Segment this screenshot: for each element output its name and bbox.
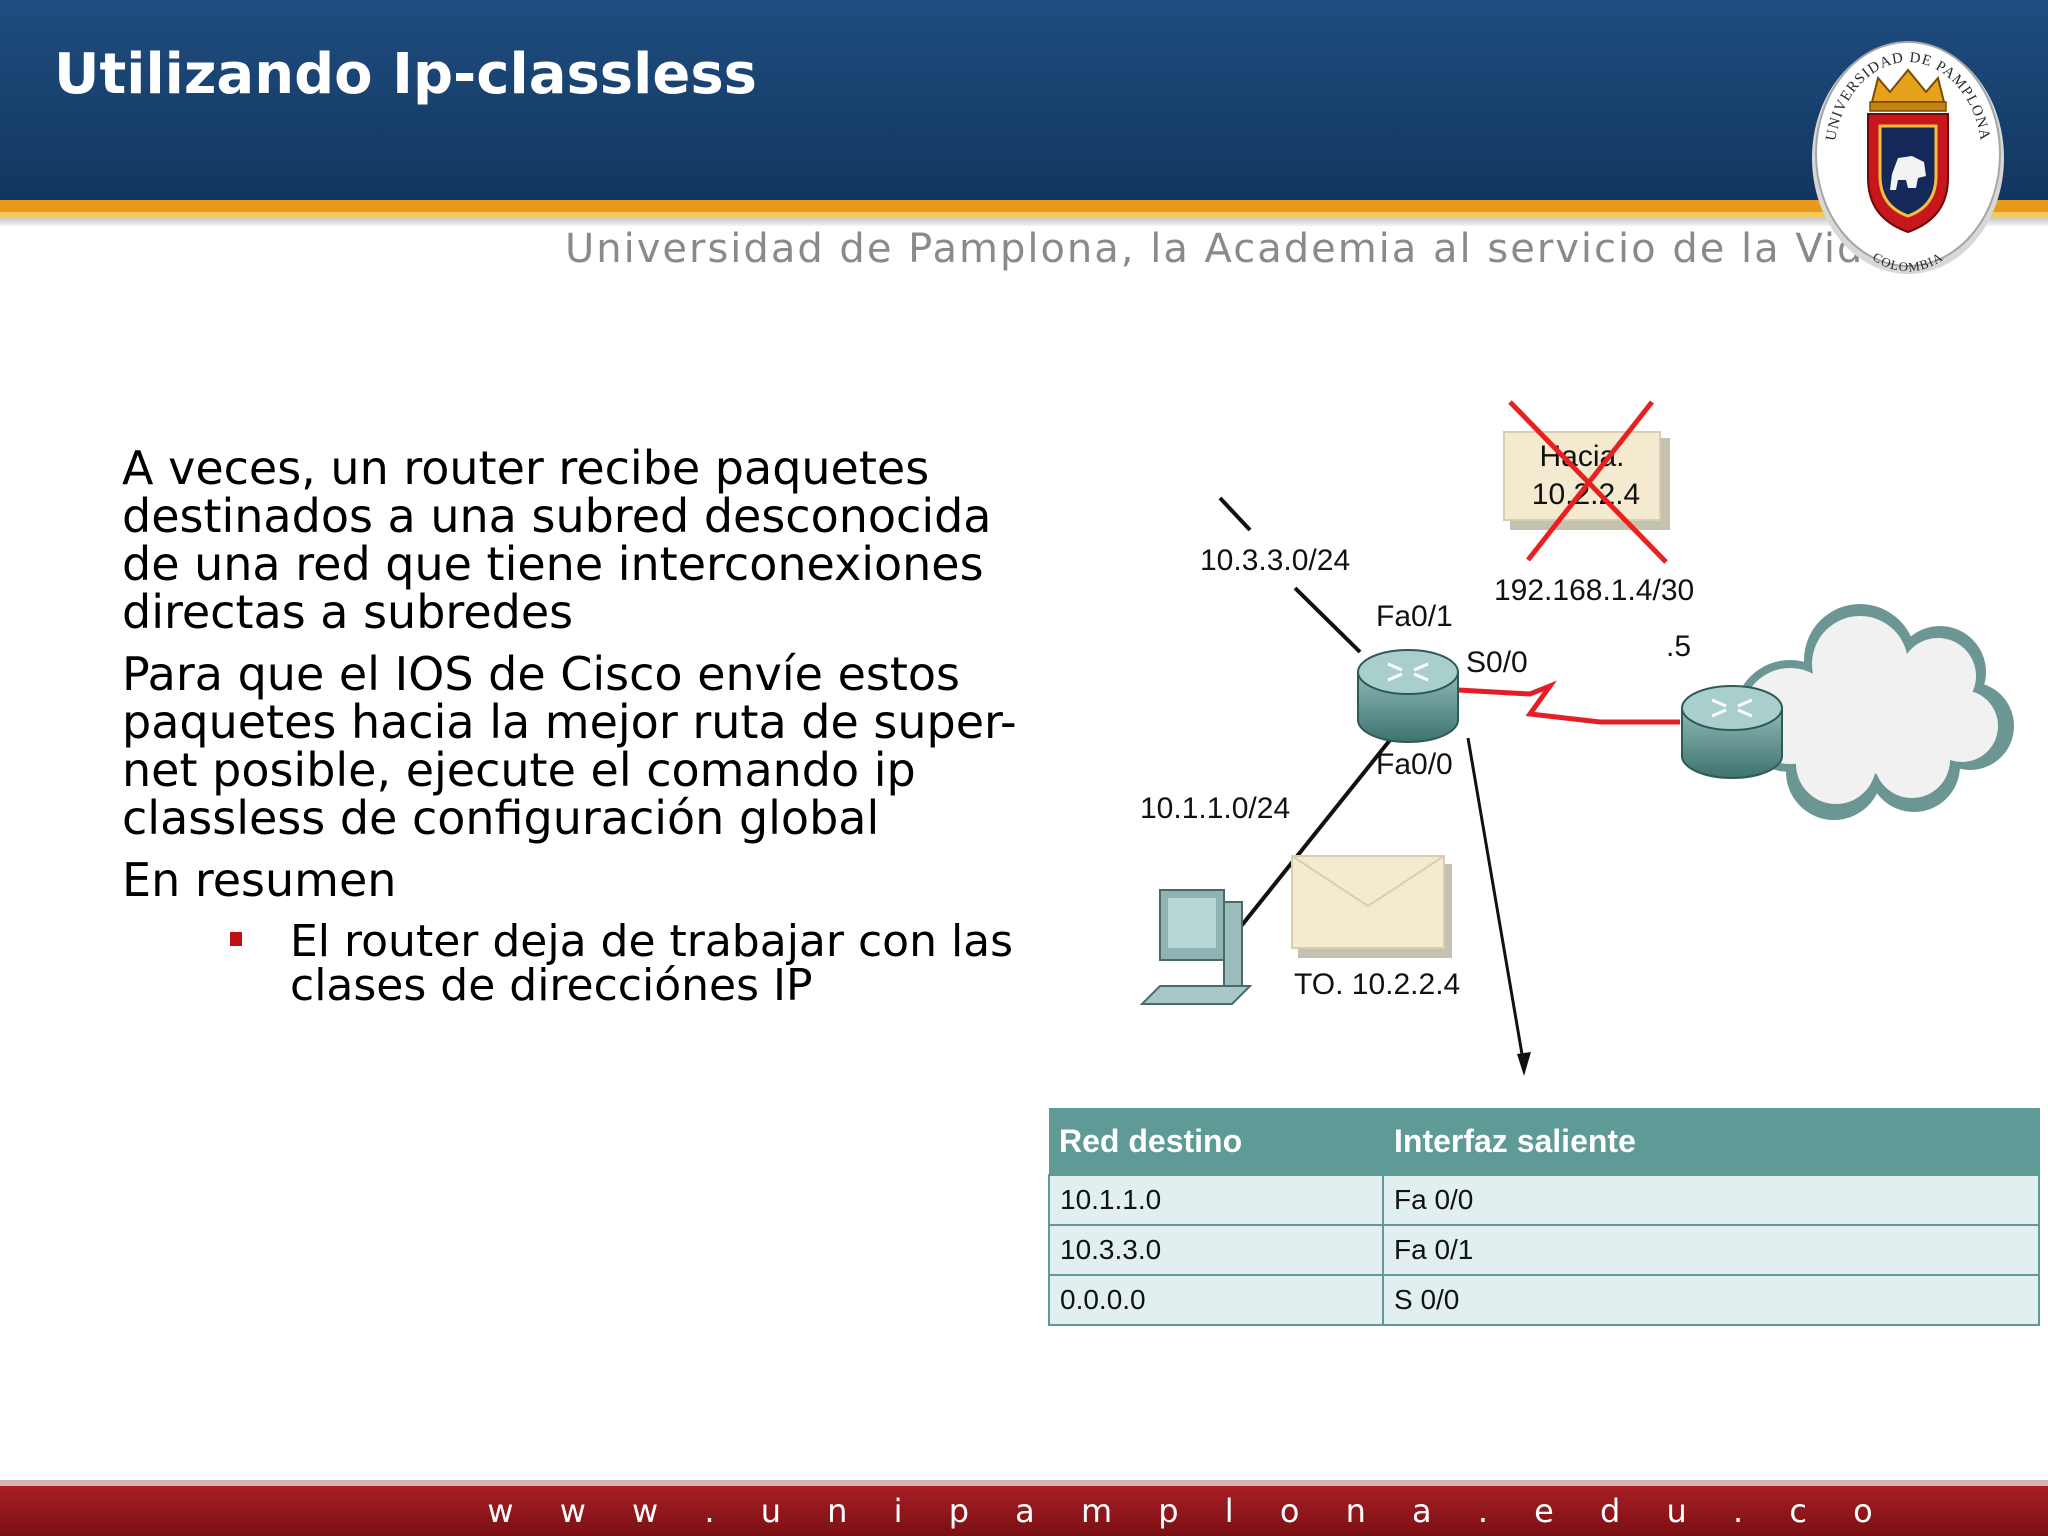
footer-url: w w w . u n i p a m p l o n a . e d u . …: [487, 1492, 1891, 1530]
table-cell: S 0/0: [1382, 1274, 2040, 1326]
label-fa00: Fa0/0: [1376, 748, 1453, 781]
university-motto: Universidad de Pamplona, la Academia al …: [565, 226, 1891, 272]
packet-envelope-icon: [1291, 855, 1452, 958]
table-row: 10.1.1.0 Fa 0/0: [1048, 1174, 2040, 1226]
link-top-stub: [1218, 496, 1252, 532]
table-cell: Fa 0/1: [1382, 1224, 2040, 1276]
link-router-pc: [1236, 738, 1392, 932]
remote-router-icon: [1681, 685, 1783, 779]
table-cell: 0.0.0.0: [1048, 1274, 1384, 1326]
header-stripe-orange: [0, 200, 2048, 212]
paragraph-1: A veces, un router recibe paquetes desti…: [122, 441, 992, 639]
paragraph-2: Para que el IOS de Cisco envíe estos paq…: [122, 647, 1017, 845]
crossed-packet-envelope: Hacia. 10.2.2.4: [1503, 400, 1670, 564]
table-cell: 10.1.1.0: [1048, 1174, 1384, 1226]
pc-workstation-icon: [1139, 889, 1253, 1005]
table-header-row: Red destino Interfaz saliente: [1049, 1108, 2040, 1175]
header-stripe-yellow: [0, 212, 2048, 218]
remote-network-cloud-icon: [1734, 604, 2014, 820]
table-cell: 10.3.3.0: [1048, 1224, 1384, 1276]
paragraph-3: En resumen: [122, 853, 397, 907]
footer-bar: [0, 1486, 2048, 1536]
label-remote-host: .5: [1666, 630, 1691, 663]
footer-divider: [0, 1480, 2048, 1486]
header-bar: [0, 0, 2048, 200]
label-serial-net: 192.168.1.4/30: [1494, 574, 1694, 607]
label-fa01: Fa0/1: [1376, 600, 1453, 633]
label-s00: S0/0: [1466, 646, 1528, 679]
serial-link-zigzag: [1457, 680, 1680, 725]
main-router-icon: [1357, 649, 1459, 743]
packet-path-arrow: [1466, 737, 1526, 1067]
label-net-top: 10.3.3.0/24: [1200, 544, 1350, 577]
table-cell: Fa 0/0: [1382, 1174, 2040, 1226]
slide-body: A veces, un router recibe paquetes desti…: [122, 444, 1022, 1008]
coat-of-arms-shield-icon: [1867, 113, 1949, 234]
network-diagram: Hacia. 10.2.2.4 10.3.3.0/24 Fa0/1 S0/0 1…: [1139, 400, 2014, 1076]
table-header: Interfaz saliente: [1383, 1108, 2040, 1175]
table-row: 0.0.0.0 S 0/0: [1048, 1274, 2040, 1326]
slide-title: Utilizando Ip-classless: [54, 42, 757, 107]
packet-path-arrowhead: [1517, 1052, 1531, 1076]
table-header: Red destino: [1049, 1108, 1384, 1175]
label-envelope: TO. 10.2.2.4: [1294, 968, 1460, 1001]
routing-table: Red destino Interfaz saliente 10.1.1.0 F…: [1048, 1108, 2040, 1326]
university-seal-icon: UNIVERSIDAD DE PAMPLONA COLOMBIA: [1812, 41, 2004, 275]
link-router-top-lan: [1293, 586, 1362, 654]
label-net-bottom: 10.1.1.0/24: [1140, 792, 1290, 825]
red-cross-mark: [1526, 400, 1654, 562]
header-stripe-gray: [0, 218, 2048, 226]
table-row: 10.3.3.0 Fa 0/1: [1048, 1224, 2040, 1276]
crown-icon: [1869, 68, 1947, 112]
bullet-item: El router deja de trabajar con las clase…: [230, 920, 1022, 1008]
